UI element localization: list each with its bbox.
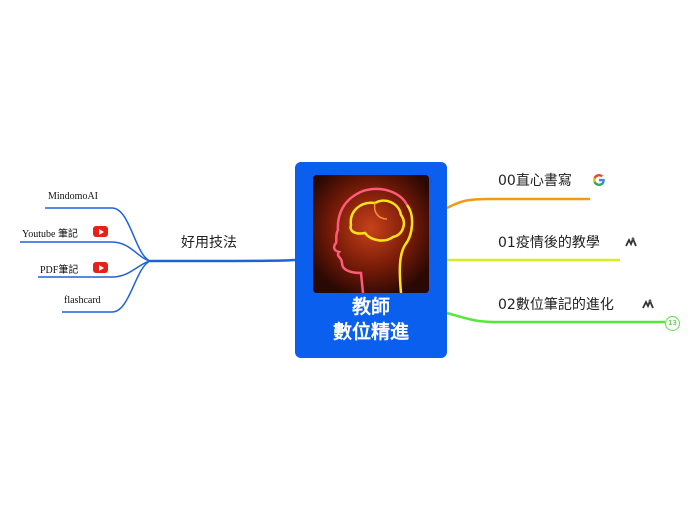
- neon-head-icon: [313, 175, 429, 293]
- youtube-icon[interactable]: [93, 262, 108, 273]
- subtopic-flashcard[interactable]: flashcard: [64, 295, 101, 306]
- subtopic-pdf-notes[interactable]: PDF筆記: [40, 265, 79, 276]
- connector-child-mindomoai: [45, 207, 151, 262]
- topic-00[interactable]: 00直心書寫: [498, 173, 572, 189]
- connector-child-youtube: [20, 241, 151, 262]
- google-icon[interactable]: [592, 172, 606, 191]
- subtopic-mindomoai[interactable]: MindomoAI: [48, 191, 98, 202]
- connector-topic-00: [446, 197, 590, 210]
- central-title-line2: 數位精進: [332, 321, 409, 343]
- topic-02[interactable]: 02數位筆記的進化: [498, 297, 614, 313]
- central-topic[interactable]: 教師 數位精進: [295, 162, 447, 358]
- topic-01[interactable]: 01疫情後的教學: [498, 235, 600, 251]
- central-title-line1: 教師: [351, 296, 390, 318]
- connector-child-pdf: [38, 260, 151, 278]
- central-title: 教師 數位精進: [295, 295, 447, 345]
- mindomo-icon[interactable]: [641, 296, 655, 315]
- collapsed-count-badge[interactable]: 13: [665, 316, 680, 331]
- subtopic-youtube-notes[interactable]: Youtube 筆記: [22, 229, 78, 240]
- connector-left-topic: [149, 258, 296, 263]
- topic-left[interactable]: 好用技法: [181, 235, 237, 251]
- connector-child-flashcard: [62, 260, 151, 313]
- youtube-icon[interactable]: [93, 226, 108, 237]
- connector-topic-02: [446, 311, 665, 324]
- mindomo-icon[interactable]: [624, 234, 638, 253]
